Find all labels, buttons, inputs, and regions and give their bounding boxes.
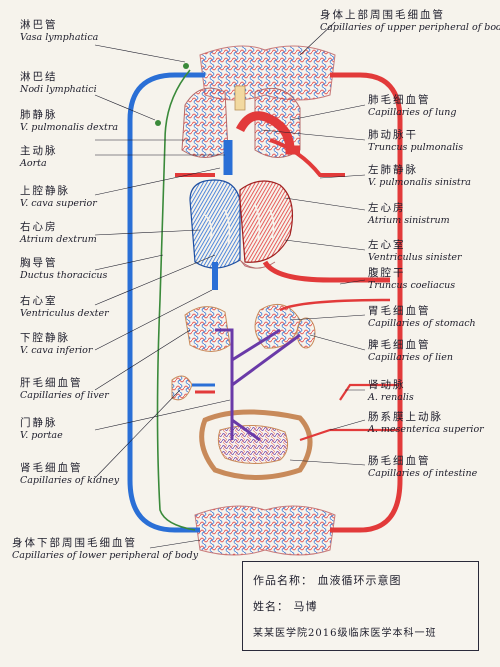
- info-title-label: 作品名称：: [253, 574, 313, 587]
- outer-vein-loop: [127, 72, 205, 533]
- label-ductus-thoracicus: 胸导管 Ductus thoracicus: [20, 257, 108, 281]
- label-capillaries-of-stomach: 胃毛细血管 Capillaries of stomach: [368, 305, 476, 329]
- label-a-renalis: 肾动脉 A. renalis: [368, 379, 414, 403]
- label-capillaries-of-lien: 脾毛细血管 Capillaries of lien: [368, 339, 453, 363]
- label-aorta: 主动脉 Aorta: [20, 145, 58, 169]
- renal-artery: [339, 383, 400, 401]
- info-class-line: 某某医学院2016级临床医学本科一班: [253, 628, 437, 639]
- info-box: 作品名称： 血液循环示意图 姓名： 马博 某某医学院2016级临床医学本科一班: [242, 561, 479, 651]
- label-v-portae: 门静脉 V. portae: [20, 417, 63, 441]
- label-capillaries-of-kidney: 肾毛细血管 Capillaries of kidney: [20, 462, 120, 486]
- label-atrium-dextrum: 右心房 Atrium dextrum: [20, 221, 97, 245]
- label-truncus-coeliacus: 腹腔干 Truncus coeliacus: [368, 267, 456, 291]
- info-title-value: 血液循环示意图: [317, 574, 402, 587]
- label-capillaries-lower-peripheral: 身体下部周围毛细血管 Capillaries of lower peripher…: [12, 537, 199, 561]
- celiac-trunk: [279, 298, 391, 312]
- outer-artery-loop: [330, 72, 403, 533]
- liver: [184, 306, 231, 352]
- spleen: [296, 317, 316, 349]
- label-v-cava-superior: 上腔静脉 V. cava superior: [20, 185, 97, 209]
- label-capillaries-of-intestine: 肠毛细血管 Capillaries of intestine: [368, 455, 478, 479]
- label-truncus-pulmonalis: 肺动脉干 Truncus pulmonalis: [368, 129, 464, 153]
- label-v-pulmonalis-dextra: 肺静脉 V. pulmonalis dextra: [20, 109, 119, 133]
- heart: [175, 111, 390, 290]
- intestine: [199, 409, 313, 480]
- portal-vein: [215, 328, 301, 442]
- kidney: [171, 375, 215, 401]
- info-name-label: 姓名：: [253, 600, 289, 613]
- label-v-pulmonalis-sinistra: 左肺静脉 V. pulmonalis sinistra: [368, 164, 471, 188]
- label-atrium-sinistrum: 左心房 Atrium sinistrum: [368, 202, 450, 226]
- label-capillaries-of-liver: 肝毛细血管 Capillaries of liver: [20, 377, 109, 401]
- lower-capillary-bed: [194, 505, 336, 556]
- info-title-row: 作品名称： 血液循环示意图: [253, 572, 402, 588]
- label-ventriculus-dexter: 右心室 Ventriculus dexter: [20, 295, 109, 319]
- label-v-cava-inferior: 下腔静脉 V. cava inferior: [20, 332, 93, 356]
- label-a-mesenterica-superior: 肠系膜上动脉 A. mesenterica superior: [368, 411, 484, 435]
- label-vasa-lymphatica: 淋巴管 Vasa lymphatica: [20, 19, 99, 43]
- lymph-vessel: [156, 69, 196, 531]
- info-name-row: 姓名： 马博: [253, 598, 318, 614]
- label-ventriculus-sinister: 左心室 Ventriculus sinister: [368, 239, 462, 263]
- info-name-value: 马博: [293, 600, 318, 613]
- label-nodi-lymphatici: 淋巴结 Nodi lymphatici: [20, 71, 97, 95]
- label-capillaries-upper-peripheral: 身体上部周围毛细血管 Capillaries of upper peripher…: [320, 9, 500, 33]
- label-capillaries-of-lung: 肺毛细血管 Capillaries of lung: [368, 94, 457, 118]
